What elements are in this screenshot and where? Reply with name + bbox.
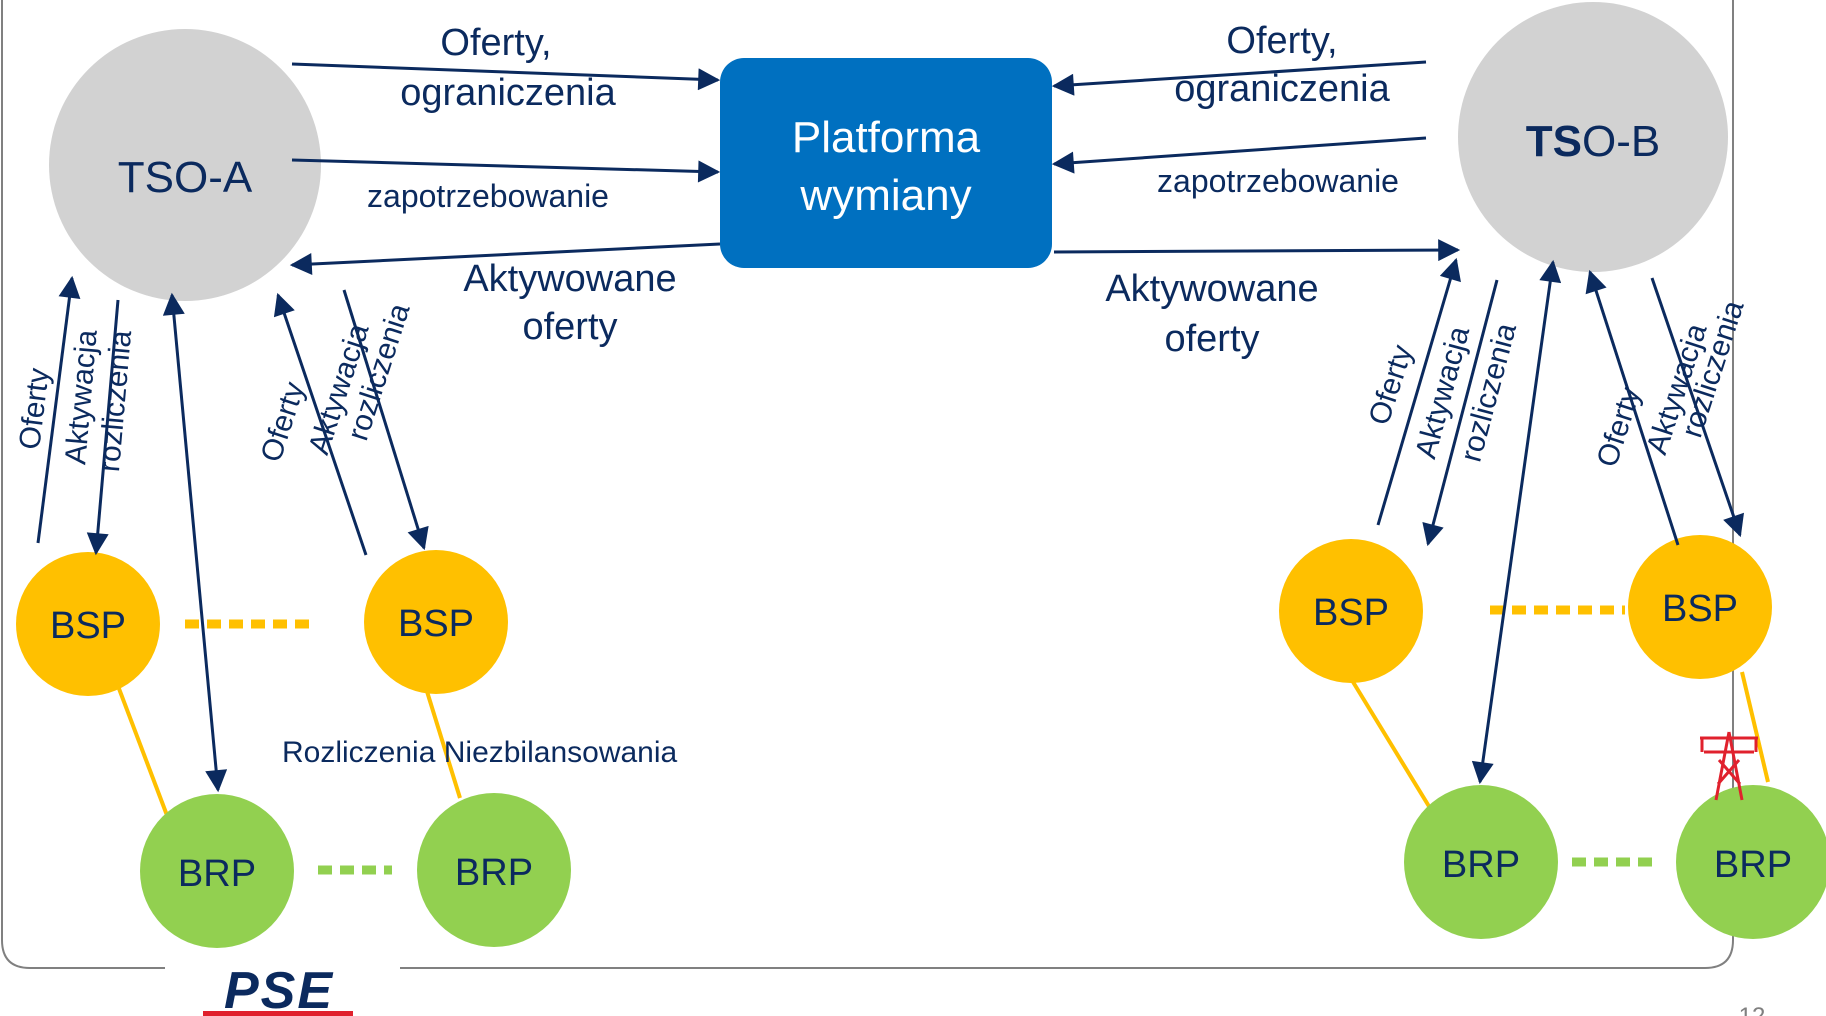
brp-label: BRP [178, 853, 256, 895]
demand-label: zapotrzebowanie [1157, 163, 1399, 199]
bsp-node [1628, 535, 1772, 679]
bsp-node [16, 552, 160, 696]
demand-label: zapotrzebowanie [367, 178, 609, 214]
offers-rotated-label: Oferty [13, 366, 56, 451]
tso-a-label: TSO-A [118, 153, 253, 202]
brp-node [417, 793, 571, 947]
brp-label: BRP [1442, 844, 1520, 886]
bsp-label: BSP [50, 605, 126, 647]
activated-offers-label-line1: Aktywowane [1105, 268, 1318, 310]
pse-logo: PSE [200, 962, 358, 1016]
offers-constraints-label-line1: Oferty, [1226, 20, 1337, 62]
rotated-labels: Oferty Aktywacja rozliczenia Oferty Akty… [13, 296, 1750, 473]
offers-constraints-label-line1: Oferty, [440, 22, 551, 64]
brp-label: BRP [455, 852, 533, 894]
bsp-label: BSP [1662, 588, 1738, 630]
slide-frame [1, 0, 1734, 969]
platform-label-line1: Platforma [792, 113, 981, 162]
tso-b-label-rest: O-B [1582, 117, 1660, 166]
brp-node [1404, 785, 1558, 939]
tso-bsp-brp-arrows [36, 257, 1744, 793]
platform-flow-arrows [289, 60, 1461, 276]
transmission-tower-icon [1700, 731, 1758, 801]
activated-offers-label-line2: oferty [522, 306, 617, 348]
tso-b-label: TSO-B [1526, 117, 1660, 166]
offers-constraints-label-line2: ograniczenia [1174, 68, 1390, 110]
bsp-label: BSP [398, 603, 474, 645]
offers-rotated-label: Oferty [255, 378, 312, 466]
pse-logo-text: PSE [224, 962, 334, 1016]
activated-offers-label-line1: Aktywowane [463, 258, 676, 300]
bsp-label: BSP [1313, 592, 1389, 634]
activated-offers-label-line2: oferty [1164, 318, 1259, 360]
tso-b-node [1458, 2, 1728, 272]
bsp-node [364, 550, 508, 694]
exchange-platform-node [720, 58, 1052, 268]
brp-node [140, 794, 294, 948]
platform-flow-labels: Oferty, ograniczenia zapotrzebowanie Akt… [367, 20, 1399, 360]
offers-constraints-label-line2: ograniczenia [400, 72, 616, 114]
page-number: 12 [1739, 1003, 1766, 1016]
bsp-node [1279, 539, 1423, 683]
imbalance-settlement-label: Rozliczenia Niezbilansowania [282, 736, 678, 769]
brp-node [1676, 785, 1826, 939]
tso-b-label-bold: TS [1526, 117, 1582, 166]
bsp-brp-links [116, 671, 1770, 819]
tso-a-node [49, 29, 321, 301]
brp-label: BRP [1714, 844, 1792, 886]
platform-label-line2: wymiany [799, 171, 971, 220]
